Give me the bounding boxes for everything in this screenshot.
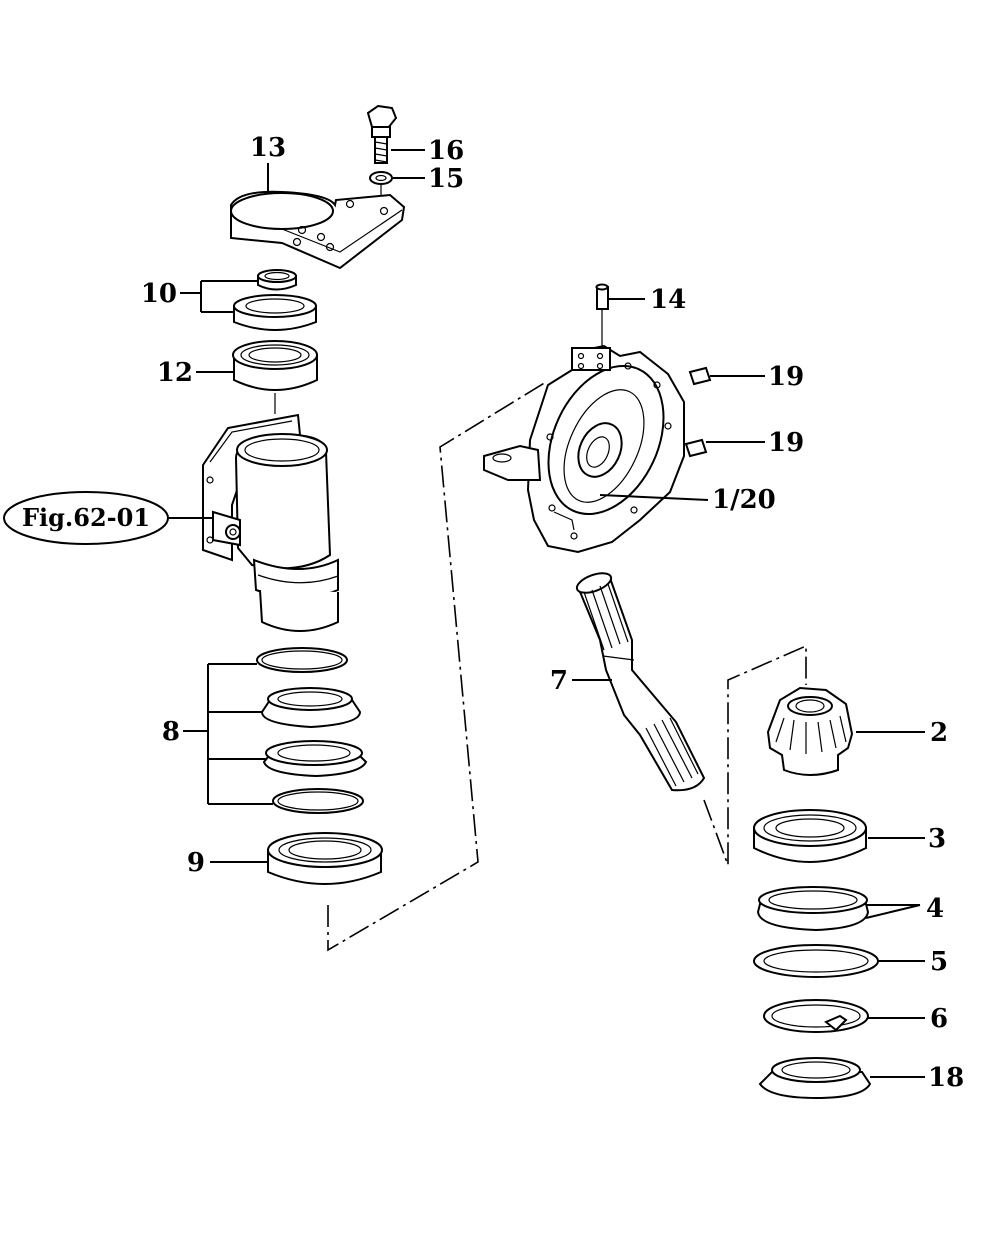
callout-4: 4 [926,894,944,924]
part-9-bearing [267,832,383,885]
part-14-pin [595,283,609,350]
part-1-20-housing [483,344,685,554]
callout-14: 14 [650,285,686,315]
part-19-plugs [684,366,712,458]
assembly-centerlines [327,381,807,952]
reference-label: Fig.62-01 [22,503,150,532]
part-16-bolt [366,104,398,164]
upper-housing [202,413,339,632]
part-10-seals [233,269,317,331]
callout-12: 12 [157,358,193,388]
part-12-bearing [232,340,318,414]
callout-1-20: 1/20 [712,485,776,515]
part-13-cover-plate [230,190,406,270]
callout-7: 7 [550,666,568,696]
part-6-snap-ring [763,999,869,1033]
part-3-bearing [753,809,867,863]
callout-labels: 13 16 15 10 12 14 19 19 1/20 7 2 8 3 9 4… [141,133,964,1093]
callout-18: 18 [928,1063,964,1093]
figure-reference: Fig.62-01 [3,491,213,545]
callout-2: 2 [930,718,948,748]
part-7-shaft [575,572,706,792]
part-4-rings [756,886,870,932]
leader-lines [180,149,925,1078]
part-18-collar [758,1057,872,1100]
callout-13: 13 [250,133,286,163]
callout-5: 5 [930,947,948,977]
part-2-gear [766,686,854,776]
part-5-shim [753,944,879,978]
callout-6: 6 [930,1004,948,1034]
callout-10: 10 [141,279,177,309]
part-15-washer [369,171,393,205]
callout-19-lower: 19 [768,428,804,458]
callout-15: 15 [428,164,464,194]
callout-16: 16 [428,136,464,166]
callout-9: 9 [187,848,205,878]
callout-19-upper: 19 [768,362,804,392]
callout-8: 8 [162,717,180,747]
part-8-ring-set [256,647,368,814]
callout-3: 3 [928,824,946,854]
